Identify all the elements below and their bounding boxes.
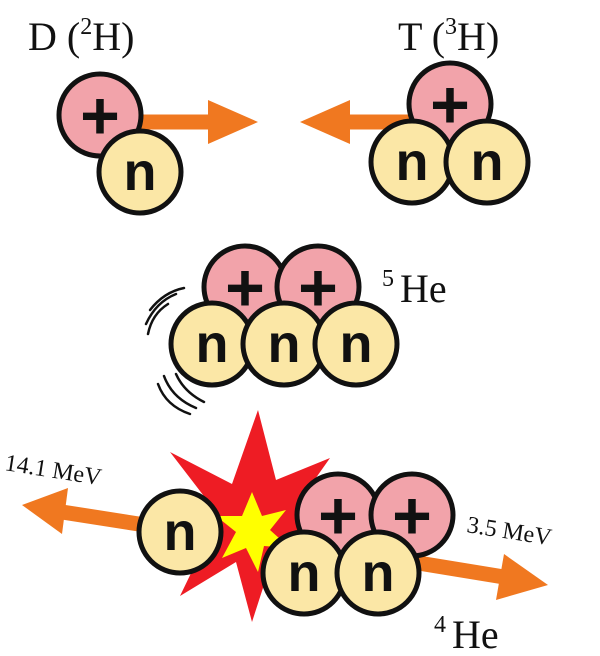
- svg-text:n: n: [396, 132, 429, 192]
- alpha-arrow: [398, 552, 548, 600]
- helium5-nucleus: + + n n n: [168, 243, 400, 388]
- neutron: n: [240, 300, 328, 388]
- svg-text:n: n: [268, 314, 301, 374]
- deuterium-arrow: [140, 100, 258, 144]
- alpha-energy-label: 3.5 MeV: [465, 512, 554, 551]
- neutron: n: [260, 529, 348, 617]
- svg-text:n: n: [288, 543, 321, 603]
- svg-text:n: n: [340, 314, 373, 374]
- deuterium-nucleus: + n: [56, 71, 184, 216]
- svg-text:n: n: [196, 314, 229, 374]
- svg-text:n: n: [124, 142, 157, 202]
- svg-text:n: n: [164, 502, 197, 562]
- deuterium-label: D (2H): [28, 14, 134, 59]
- neutron: n: [443, 118, 531, 206]
- free-neutron: n: [136, 488, 224, 576]
- svg-text:n: n: [362, 543, 395, 603]
- neutron: n: [96, 128, 184, 216]
- tritium-label: T (3H): [398, 14, 499, 59]
- helium4-nucleus: + + n n: [260, 471, 456, 617]
- vibration-lines: [144, 286, 206, 416]
- neutron: n: [312, 300, 400, 388]
- svg-text:n: n: [471, 132, 504, 192]
- tritium-nucleus: + n n: [368, 60, 531, 206]
- neutron: n: [334, 529, 422, 617]
- neutron-energy-label: 14.1 MeV: [3, 450, 104, 491]
- neutron: n: [368, 118, 456, 206]
